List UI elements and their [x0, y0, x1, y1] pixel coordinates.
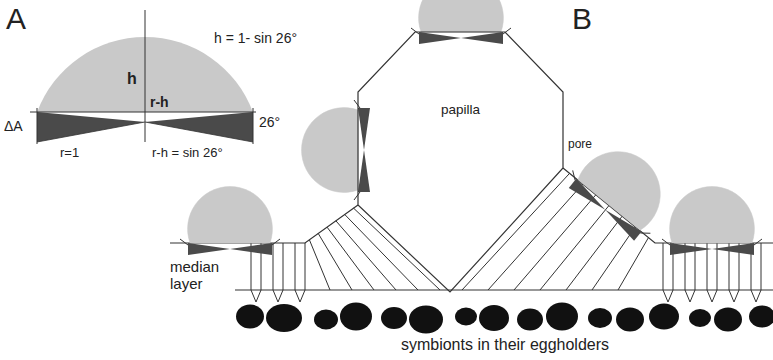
- formula: r-h = sin 26°: [152, 146, 223, 161]
- papilla-shape: [358, 32, 563, 292]
- dimension-label: h: [127, 70, 137, 88]
- area-label: ΔA: [4, 118, 23, 134]
- part-label: median layer: [170, 258, 230, 293]
- panel-letter: B: [572, 2, 592, 37]
- dimension-label: r-h: [150, 94, 169, 110]
- cuticle-outline: [170, 168, 773, 290]
- formula: h = 1- sin 26°: [214, 30, 297, 46]
- node-label: papilla: [358, 102, 563, 117]
- symbionts: [236, 303, 773, 334]
- panel-letter: A: [6, 2, 26, 37]
- angle-label: 26°: [259, 114, 280, 130]
- papilla-outline: papilla: [358, 32, 563, 292]
- radius-label: r=1: [60, 146, 79, 161]
- part-label: pore: [568, 138, 592, 152]
- part-label: symbionts in their eggholders: [401, 336, 609, 354]
- canals: [251, 173, 761, 302]
- sensory-caps: [180, 0, 762, 255]
